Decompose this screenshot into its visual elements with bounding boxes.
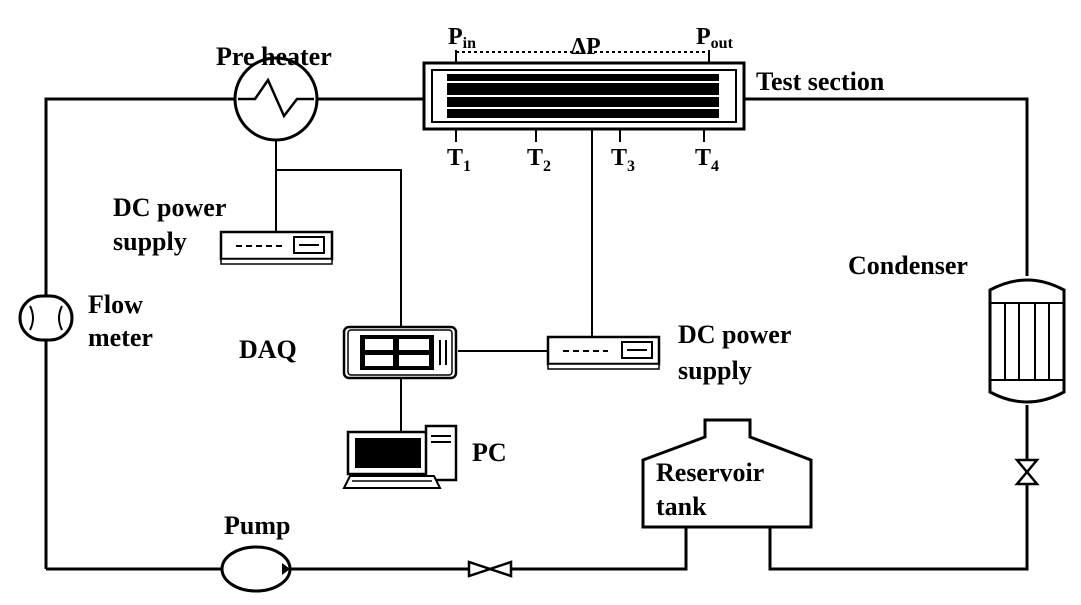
keyboard-icon: [342, 475, 442, 489]
dc-power-supply-left: [219, 230, 334, 265]
reservoir-tank-label-line1: Reservoir: [656, 458, 764, 487]
heating-coil-icon: [238, 77, 314, 119]
condenser-label: Condenser: [848, 251, 968, 280]
flow-meter: [18, 294, 74, 342]
test-section: [422, 50, 746, 142]
dc-power-supply-right-label-line2: supply: [678, 356, 752, 385]
daq-label: DAQ: [239, 335, 297, 364]
pc-label: PC: [472, 438, 507, 467]
condenser: [988, 278, 1066, 404]
pre-heater-label: Pre heater: [216, 42, 332, 71]
flow-meter-label-line2: meter: [88, 323, 153, 352]
reservoir-tank-label-line2: tank: [656, 492, 707, 521]
pc-computer: [342, 424, 458, 489]
labels: Pre heater Test section Pin ΔP Pout T1 T…: [88, 24, 968, 540]
reservoir-tank: [641, 418, 813, 529]
valve-right: [1014, 458, 1040, 486]
dc-power-supply-right: [546, 335, 661, 370]
daq-unit: [342, 325, 458, 380]
t3-label: T3: [611, 145, 635, 175]
tower-icon: [424, 424, 458, 482]
test-section-label: Test section: [756, 67, 885, 96]
t1-label: T1: [447, 145, 471, 175]
signal-wiring: [275, 129, 593, 432]
pump-label: Pump: [224, 511, 290, 540]
pump: [220, 545, 292, 593]
p-in-label: Pin: [448, 24, 476, 52]
main-loop-piping: [44, 97, 1029, 571]
dc-power-supply-left-label-line2: supply: [113, 227, 187, 256]
t4-label: T4: [695, 145, 719, 175]
dc-power-supply-left-label-line1: DC power: [113, 193, 226, 222]
p-out-label: Pout: [696, 24, 734, 52]
delta-p-label: ΔP: [571, 34, 601, 60]
dc-power-supply-right-label-line1: DC power: [678, 320, 791, 349]
flow-meter-label-line1: Flow: [88, 290, 143, 319]
valve-bottom: [467, 560, 513, 578]
t2-label: T2: [527, 145, 551, 175]
